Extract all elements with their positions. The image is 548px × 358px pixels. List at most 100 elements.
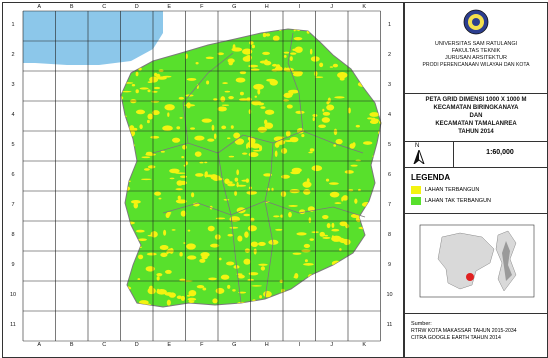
grid-row-label: 11 [386, 322, 393, 328]
developed-patch [309, 238, 314, 241]
developed-patch [367, 117, 373, 120]
developed-patch [223, 198, 230, 201]
developed-patch [361, 254, 365, 259]
north-scale-block: N 1:60,000 [405, 141, 547, 168]
developed-patch [244, 248, 250, 253]
developed-patch [234, 177, 239, 182]
developed-patch [338, 283, 342, 288]
developed-patch [162, 37, 165, 40]
developed-patch [149, 76, 159, 83]
developed-patch [221, 104, 230, 106]
developed-patch [185, 53, 188, 59]
developed-patch [322, 108, 325, 112]
grid-row-label: 10 [9, 292, 17, 298]
developed-patch [236, 169, 240, 176]
developed-patch [335, 138, 343, 145]
developed-patch [135, 89, 139, 94]
grid-column-label: F [200, 4, 204, 10]
developed-patch [293, 275, 298, 279]
developed-patch [264, 59, 268, 65]
developed-patch [184, 104, 196, 107]
developed-patch [151, 110, 160, 116]
developed-patch [201, 118, 212, 123]
developed-patch [248, 109, 252, 115]
developed-patch [372, 29, 377, 31]
program-name: PRODI PERENCANAAN WILAYAH DAN KOTA [422, 62, 530, 68]
developed-patch [228, 95, 234, 100]
legend-label-developed: LAHAN TERBANGUN [425, 187, 480, 193]
developed-patch [124, 221, 135, 225]
developed-patch [298, 290, 303, 296]
grid-column-label: E [167, 342, 172, 348]
developed-patch [290, 52, 297, 55]
developed-patch [220, 96, 226, 103]
developed-patch [353, 40, 362, 43]
developed-patch [168, 47, 178, 52]
developed-patch [263, 290, 272, 298]
developed-patch [280, 174, 290, 179]
developed-patch [135, 71, 139, 77]
developed-patch [375, 172, 379, 177]
developed-patch [232, 44, 236, 51]
developed-patch [308, 151, 313, 154]
developed-patch [339, 238, 348, 244]
developed-patch [234, 138, 245, 145]
developed-patch [232, 289, 236, 292]
developed-patch [251, 44, 256, 49]
developed-patch [154, 72, 158, 77]
grid-row-label: 4 [11, 112, 15, 118]
title-block: PETA GRID DIMENSI 1000 X 1000 M KECAMATA… [405, 93, 547, 142]
developed-patch [352, 254, 358, 257]
grid-column-label: H [264, 4, 269, 10]
developed-patch [273, 215, 280, 218]
developed-patch [285, 130, 291, 137]
developed-patch [286, 104, 293, 109]
developed-patch [363, 270, 373, 276]
developed-patch [160, 252, 168, 258]
developed-patch [222, 82, 228, 85]
developed-patch [248, 64, 259, 68]
developed-patch [284, 67, 287, 70]
developed-patch [251, 285, 262, 287]
developed-patch [283, 54, 287, 58]
developed-patch [273, 136, 284, 142]
developed-patch [183, 164, 187, 167]
developed-patch [227, 284, 231, 289]
developed-patch [250, 217, 255, 222]
developed-patch [199, 161, 204, 164]
developed-patch [131, 84, 136, 87]
grid-map[interactable] [3, 3, 403, 357]
developed-patch [258, 263, 268, 266]
source-label: Sumber: [411, 321, 432, 327]
developed-patch [165, 29, 168, 32]
developed-patch [141, 178, 152, 181]
developed-patch [260, 266, 266, 271]
developed-patch [379, 238, 381, 244]
developed-patch [309, 48, 313, 55]
developed-patch [342, 297, 348, 302]
developed-patch [314, 76, 324, 79]
grid-row-label: 1 [11, 22, 15, 28]
developed-patch [374, 54, 381, 61]
grid-column-label: H [264, 342, 269, 348]
developed-patch [333, 128, 338, 136]
developed-patch [150, 231, 158, 238]
developed-patch [292, 252, 302, 255]
developed-patch [230, 125, 234, 129]
developed-patch [139, 87, 149, 90]
developed-patch [337, 307, 346, 310]
developed-patch [133, 202, 139, 209]
developed-patch [361, 201, 372, 208]
developed-patch [206, 32, 218, 37]
developed-patch [226, 137, 231, 140]
developed-patch [355, 34, 361, 39]
grid-column-label: I [298, 4, 301, 10]
developed-patch [190, 127, 195, 130]
developed-patch [153, 86, 161, 90]
developed-patch [235, 77, 246, 83]
developed-patch [229, 226, 239, 229]
developed-patch [290, 311, 293, 315]
developed-patch [137, 278, 141, 281]
developed-patch [312, 117, 315, 122]
